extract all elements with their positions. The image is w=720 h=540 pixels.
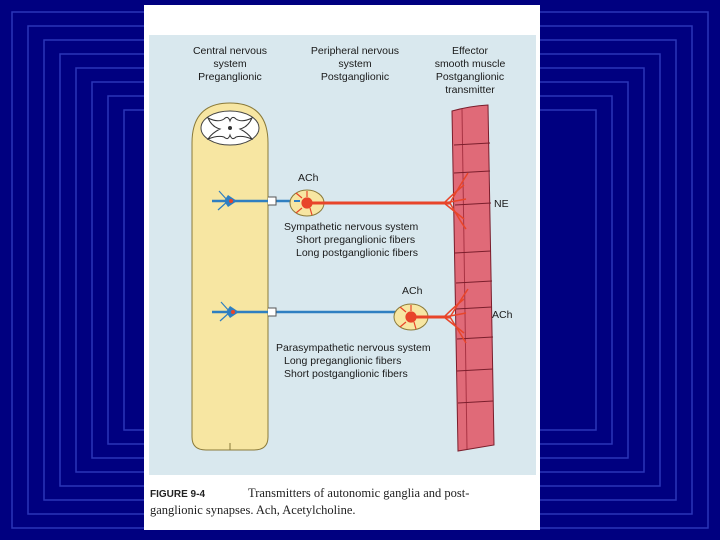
header-pns-line1: Peripheral nervous xyxy=(311,45,399,57)
caption-label: FIGURE 9-4 xyxy=(150,489,205,500)
header-effector-line3: Postganglionic xyxy=(436,71,504,83)
header-pns-line2: system xyxy=(338,58,372,70)
parasympathetic-line1: Long preganglionic fibers xyxy=(284,355,401,367)
figure-panel: Central nervous system Preganglionic Per… xyxy=(144,5,540,530)
parasympathetic-line2: Short postganglionic fibers xyxy=(284,368,408,380)
sympathetic-line1: Short preganglionic fibers xyxy=(296,234,415,246)
autonomic-diagram: Central nervous system Preganglionic Per… xyxy=(149,35,536,517)
parasympathetic-nerve-terminals xyxy=(443,288,469,344)
sympathetic-effector-transmitter: NE xyxy=(494,198,509,210)
header-cns-line3: Preganglionic xyxy=(198,71,262,83)
parasympathetic-ganglion-transmitter: ACh xyxy=(402,285,423,297)
muscle-cell-borders xyxy=(453,142,494,404)
header-cns: Central nervous system Preganglionic xyxy=(193,45,267,83)
parasympathetic-title: Parasympathetic nervous system xyxy=(276,342,431,354)
header-effector-line1: Effector xyxy=(452,45,488,57)
sympathetic-ganglion-cell xyxy=(295,191,313,216)
caption-line1: Transmitters of autonomic ganglia and po… xyxy=(248,486,469,500)
spinal-cord xyxy=(191,102,269,451)
header-effector-line4: transmitter xyxy=(445,84,495,96)
header-effector-line2: smooth muscle xyxy=(435,58,506,70)
parasympathetic-preganglionic-neuron xyxy=(212,301,396,322)
parasympathetic-effector-transmitter: ACh xyxy=(492,309,513,321)
sympathetic-title: Sympathetic nervous system xyxy=(284,221,418,233)
sympathetic-pathway: ACh NE Sympathetic nervous system Short … xyxy=(212,172,509,259)
parasympathetic-pathway: ACh ACh Parasympathetic nervous system L… xyxy=(212,285,513,380)
header-cns-line1: Central nervous xyxy=(193,45,267,57)
header-effector: Effector smooth muscle Postganglionic tr… xyxy=(435,45,506,96)
header-pns: Peripheral nervous system Postganglionic xyxy=(311,45,399,83)
sympathetic-nerve-terminals xyxy=(443,172,469,230)
header-pns-line3: Postganglionic xyxy=(321,71,389,83)
sympathetic-ganglion-transmitter: ACh xyxy=(298,172,319,184)
spinal-cord-cross-section xyxy=(200,110,260,146)
header-cns-line2: system xyxy=(213,58,247,70)
sympathetic-line2: Long postganglionic fibers xyxy=(296,247,418,259)
smooth-muscle-effector xyxy=(451,104,495,452)
figure-caption: FIGURE 9-4 Transmitters of autonomic gan… xyxy=(150,486,469,517)
caption-line2: ganglionic synapses. Ach, Acetylcholine. xyxy=(150,503,356,517)
